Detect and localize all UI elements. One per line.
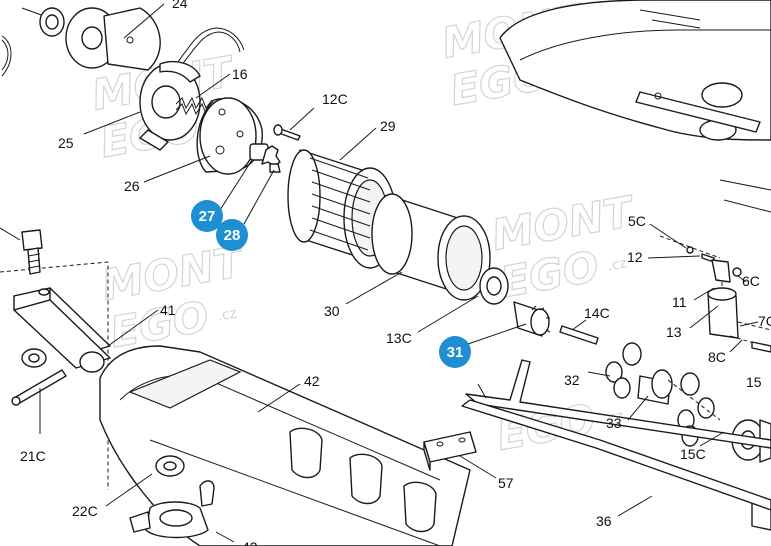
part-57-block [423, 431, 477, 471]
part-42-housing [99, 345, 471, 546]
part-41-bracket [0, 261, 111, 490]
part-24-cam-disc [65, 7, 161, 71]
part-36-bracket [461, 359, 771, 511]
label-30: 30 [324, 303, 340, 319]
label-41: 41 [160, 302, 176, 318]
label-42: 42 [304, 373, 320, 389]
label-24: 24 [172, 0, 188, 11]
label-15: 15 [746, 374, 762, 390]
part-housing-cover [499, 0, 771, 213]
part-14c-pin [559, 325, 599, 345]
label-6c: 6C [742, 273, 760, 289]
part-13c-ring [479, 267, 509, 305]
leader-lines [0, 3, 759, 543]
label-57: 57 [498, 475, 514, 491]
part-bolt [21, 229, 43, 275]
badge-28: 28 [216, 219, 248, 251]
watermark-suffix: .cz [216, 305, 238, 324]
part-small-hardware-top [1, 7, 65, 77]
part-15-hub [731, 419, 771, 531]
label-43: 43 [242, 539, 258, 546]
label-5c: 5C [628, 213, 646, 229]
label-7c: 7C [758, 313, 771, 329]
badge-27: 27 [191, 200, 223, 232]
label-13c: 13C [386, 330, 412, 346]
label-22c: 22C [72, 503, 98, 519]
part-25-clamp-ring [139, 60, 201, 151]
label-13: 13 [666, 324, 682, 340]
label-36: 36 [596, 513, 612, 529]
badge-31-label: 31 [447, 344, 464, 361]
part-30-tube [371, 193, 491, 301]
label-14c: 14C [584, 305, 610, 321]
part-21c-pin [11, 348, 67, 406]
label-25: 25 [58, 135, 74, 151]
watermark-suffix: .cz [606, 255, 628, 274]
part-right-small-assembly [659, 235, 771, 353]
label-12: 12 [627, 249, 643, 265]
label-8c: 8C [708, 349, 726, 365]
part-12c-screw [273, 124, 301, 141]
part-27-28-small-gear [249, 143, 281, 173]
label-26: 26 [124, 178, 140, 194]
badge-27-label: 27 [199, 208, 216, 225]
label-15c: 15C [680, 446, 706, 462]
part-31-pinion [513, 301, 551, 337]
part-labels: 24 16 25 26 12C 29 5C 12 6C 11 7C 13 8C … [20, 0, 771, 546]
part-26-end-cap [196, 97, 263, 175]
badge-28-label: 28 [224, 227, 241, 244]
label-21c: 21C [20, 448, 46, 464]
part-cable [169, 27, 245, 75]
label-29: 29 [380, 118, 396, 134]
label-32: 32 [564, 372, 580, 388]
part-22c-fitting [129, 455, 215, 539]
label-11: 11 [672, 294, 687, 310]
label-16: 16 [232, 66, 248, 82]
label-33: 33 [606, 415, 622, 431]
label-12c: 12C [322, 91, 348, 107]
badge-31: 31 [439, 336, 471, 368]
